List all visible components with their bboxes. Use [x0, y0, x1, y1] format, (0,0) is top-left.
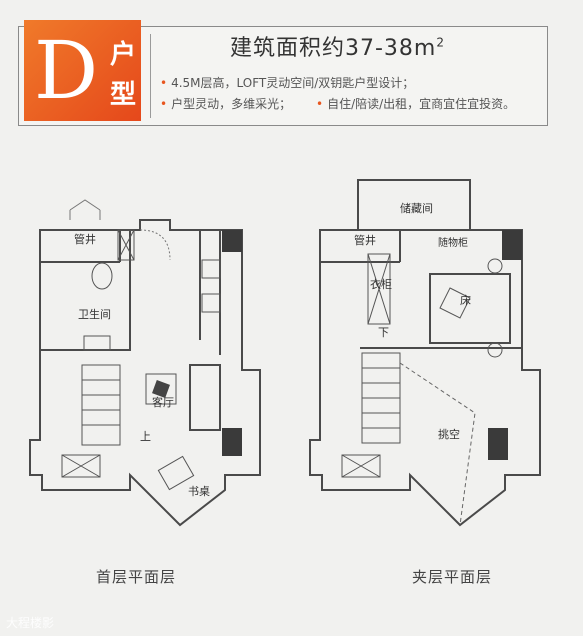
- desk-chair-icon: [157, 455, 195, 491]
- window-ac: [61, 454, 101, 478]
- mezzanine-caption: 夹层平面层: [412, 568, 493, 586]
- kitchen-sink-icon: [201, 259, 221, 279]
- column-top: [222, 230, 242, 252]
- wardrobe: [367, 253, 391, 325]
- label-desk: 书桌: [188, 485, 210, 498]
- bullet-icon: •: [316, 97, 324, 111]
- feature-2-text: 户型灵动，多维采光；: [171, 97, 292, 111]
- label-bathroom: 卫生间: [78, 307, 111, 321]
- ground-floor-caption: 首层平面层: [96, 568, 177, 586]
- unit-letter-front: D: [34, 24, 99, 117]
- column-bottom: [488, 428, 508, 460]
- unit-char-2-front: 型: [110, 80, 137, 110]
- staircase: [361, 352, 401, 444]
- feature-1-text: 4.5M层高，LOFT灵动空间/双钥匙户型设计；: [171, 76, 415, 90]
- label-shaft: 管井: [74, 232, 96, 246]
- entry-door-icon: [69, 199, 101, 220]
- lamp-icon: [487, 342, 503, 358]
- ground-floor-plan: 管井 卫生间 客厅 上 书桌: [29, 199, 261, 527]
- area-title-sup: 2: [436, 35, 445, 50]
- door-swing: [139, 229, 171, 261]
- watermark: 大程楼影: [6, 616, 55, 630]
- area-title-text: 建筑面积约37-38m: [230, 36, 437, 61]
- void-outline: [399, 362, 476, 526]
- feature-2: •户型灵动，多维采光；: [160, 95, 291, 112]
- pillow-icon: [439, 287, 471, 319]
- column-top: [502, 230, 522, 260]
- label-storage: 储藏间: [400, 201, 433, 215]
- header-divider: [150, 34, 151, 118]
- unit-type-badge-front: D 户 型: [24, 20, 141, 121]
- sink-icon: [83, 335, 111, 351]
- bullet-icon: •: [160, 97, 168, 111]
- label-living: 客厅: [152, 395, 174, 409]
- label-bed: 床: [460, 293, 471, 307]
- feature-1: •4.5M层高，LOFT灵动空间/双钥匙户型设计；: [160, 74, 414, 91]
- label-shaft: 管井: [354, 233, 376, 247]
- bullet-icon: •: [160, 76, 168, 90]
- label-wardrobe-1: 衣柜: [370, 277, 392, 291]
- label-void: 挑空: [438, 427, 460, 441]
- area-title: 建筑面积约37-38m2: [230, 30, 445, 62]
- label-wardrobe-2: 随物柜: [438, 236, 468, 249]
- staircase: [81, 364, 121, 446]
- feature-3: •自住/陪读/出租，宜商宜住宜投资。: [316, 95, 515, 112]
- table-icon: [145, 373, 177, 405]
- window-ac: [341, 454, 381, 478]
- stove-icon: [201, 293, 221, 313]
- mezzanine-plan: 储藏间 管井 衣柜 随物柜 床 下 挑空: [309, 179, 541, 527]
- column-bottom: [222, 428, 242, 456]
- toilet-icon: [91, 262, 113, 290]
- label-up: 上: [140, 430, 151, 443]
- lamp-icon: [487, 258, 503, 274]
- label-down: 下: [378, 326, 389, 339]
- unit-char-1-front: 户: [110, 40, 137, 70]
- feature-3-text: 自住/陪读/出租，宜商宜住宜投资。: [327, 97, 516, 111]
